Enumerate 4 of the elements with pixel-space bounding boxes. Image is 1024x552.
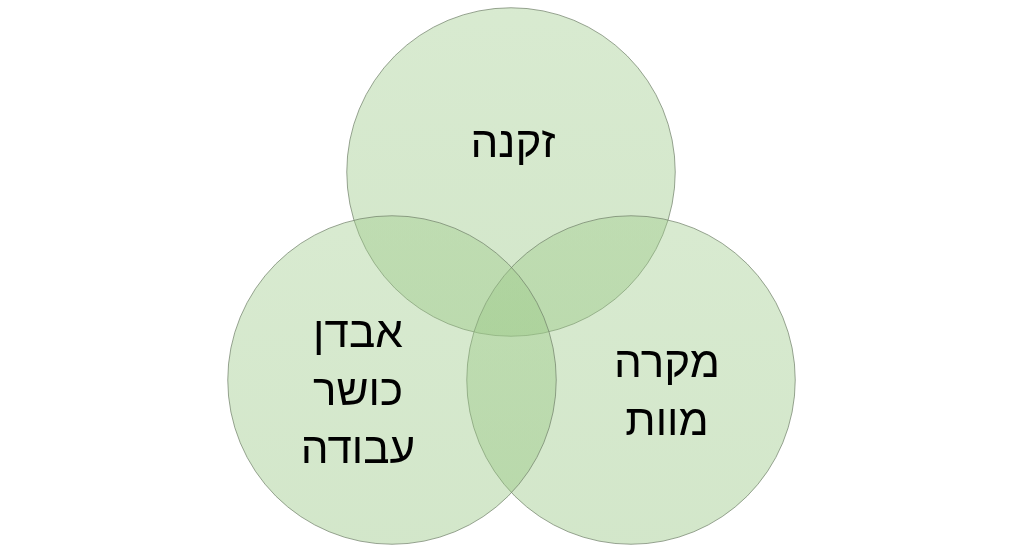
circle-label: מקרה מוות — [613, 336, 721, 446]
circle-label: אבדן כושר עבודה — [299, 306, 417, 474]
circle-label: זקנה — [469, 116, 557, 168]
venn-circle — [227, 215, 557, 545]
